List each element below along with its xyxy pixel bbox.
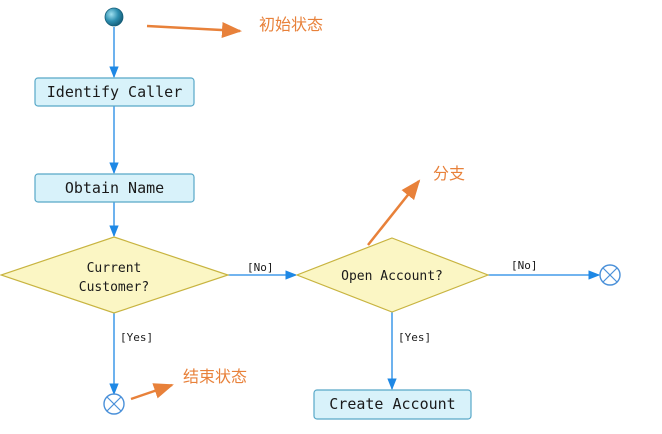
initial-node [104,7,124,27]
final-node-no [599,264,621,286]
guard-current-customer-yes: [Yes] [120,331,153,344]
activity-identify-caller-label: Identify Caller [47,83,182,101]
activity-obtain-name-label: Obtain Name [65,179,164,197]
annotation-branch: 分支 [433,164,465,183]
annotation-branch-arrow [367,179,421,246]
decision-current-customer-line2: Customer? [79,280,149,295]
guard-open-account-yes: [Yes] [398,331,431,344]
decision-current-customer[interactable]: Current Customer? [0,236,230,314]
guard-open-account-no: [No] [511,259,538,272]
annotation-final-arrow [130,383,174,401]
activity-obtain-name[interactable]: Obtain Name [34,173,195,203]
decision-open-account[interactable]: Open Account? [295,237,490,313]
activity-identify-caller[interactable]: Identify Caller [34,77,195,107]
guard-current-customer-no: [No] [247,261,274,274]
activity-create-account[interactable]: Create Account [313,389,472,420]
annotation-initial-state: 初始状态 [259,15,323,34]
decision-current-customer-line1: Current [87,261,142,276]
annotation-initial-arrow [146,22,242,39]
activity-create-account-label: Create Account [329,395,455,413]
decision-open-account-label: Open Account? [341,269,443,284]
flow-edges [109,27,601,396]
annotation-final-state: 结束状态 [183,367,247,386]
annotation-arrows [130,22,421,401]
final-node-yes [103,393,125,415]
